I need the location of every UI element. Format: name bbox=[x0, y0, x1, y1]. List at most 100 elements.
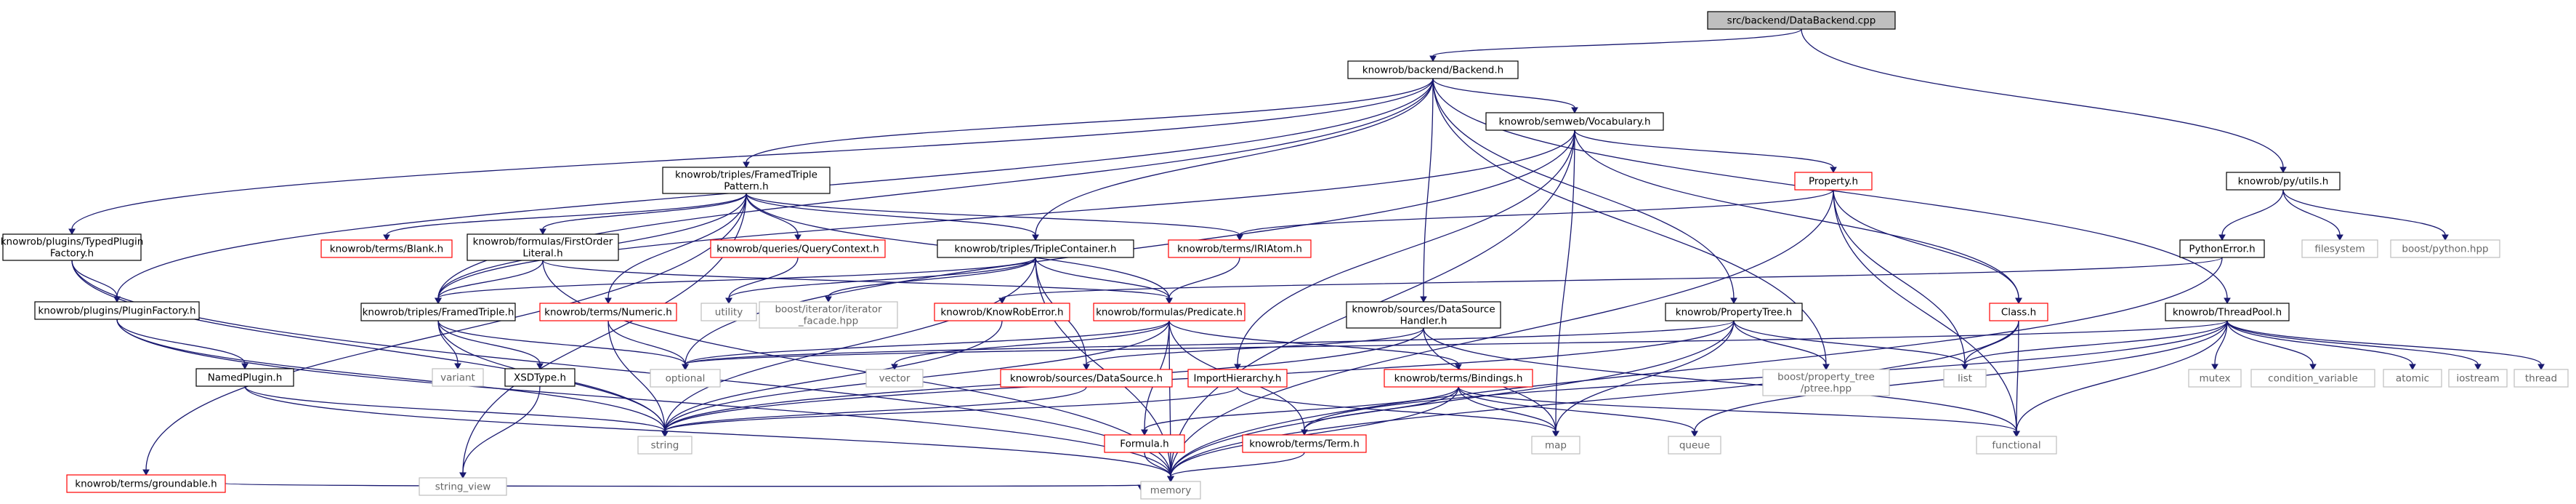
node-label: Pattern.h bbox=[724, 181, 768, 193]
include-edge bbox=[1574, 129, 2019, 299]
node-queue: queue bbox=[1668, 436, 1721, 455]
node-class-h[interactable]: Class.h bbox=[1989, 303, 2048, 321]
node-knowrob-terms-bindings-h[interactable]: knowrob/terms/Bindings.h bbox=[1384, 369, 1533, 388]
node-property-h[interactable]: Property.h bbox=[1794, 172, 1873, 191]
include-edge bbox=[1733, 320, 1827, 365]
node-label: knowrob/ThreadPool.h bbox=[2173, 307, 2282, 319]
include-edge bbox=[2226, 320, 2314, 365]
include-edge bbox=[2226, 320, 2542, 365]
node-label: list bbox=[1958, 373, 1972, 385]
node-formula-h[interactable]: Formula.h bbox=[1104, 434, 1185, 453]
node-knowrob-triples-triplecontainer-h[interactable]: knowrob/triples/TripleContainer.h bbox=[937, 239, 1134, 258]
include-edge bbox=[1964, 320, 2228, 365]
node-pythonerror-h[interactable]: PythonError.h bbox=[2179, 239, 2265, 258]
node-label: string bbox=[651, 440, 679, 452]
node-box bbox=[419, 477, 507, 496]
include-edge bbox=[1170, 320, 1735, 477]
node-src-backend-databackend-cpp[interactable]: src/backend/DataBackend.cpp bbox=[1707, 11, 1896, 30]
node-label: boost/iterator/iterator bbox=[775, 304, 882, 316]
node-knowrob-knowroberror-h[interactable]: knowrob/KnowRobError.h bbox=[934, 303, 1070, 321]
node-box bbox=[759, 301, 898, 329]
node-label: src/backend/DataBackend.cpp bbox=[1727, 15, 1876, 27]
node-knowrob-triples-framedtriple-h[interactable]: knowrob/triples/FramedTriple.h bbox=[360, 303, 516, 321]
edge-arrowhead bbox=[2442, 234, 2449, 241]
edge-arrowhead bbox=[682, 364, 689, 371]
node-xsdtype-h[interactable]: XSDType.h bbox=[504, 368, 576, 387]
node-box bbox=[1762, 369, 1890, 396]
node-box bbox=[710, 239, 886, 258]
node-box bbox=[1168, 239, 1312, 258]
edge-arrowhead bbox=[661, 431, 669, 438]
node-namedplugin-h[interactable]: NamedPlugin.h bbox=[195, 368, 294, 387]
include-edge bbox=[1170, 189, 1834, 477]
include-edge bbox=[1144, 452, 1171, 477]
include-edge bbox=[1237, 386, 1556, 432]
node-knowrob-sources-datasource-h[interactable]: knowrob/sources/DataSource.h bbox=[1000, 369, 1173, 388]
include-edge bbox=[462, 385, 541, 473]
edge-arrowhead bbox=[1730, 297, 1737, 305]
edge-arrowhead bbox=[1236, 234, 1243, 241]
node-label: condition_variable bbox=[2268, 373, 2358, 385]
node-label: iostream bbox=[2456, 373, 2499, 385]
node-knowrob-py-utils-h[interactable]: knowrob/py/utils.h bbox=[2226, 172, 2341, 191]
node-label: Formula.h bbox=[1120, 439, 1168, 450]
node-label: vector bbox=[879, 373, 911, 385]
node-knowrob-formulas-predicate-h[interactable]: knowrob/formulas/Predicate.h bbox=[1093, 303, 1245, 321]
include-edge bbox=[244, 385, 666, 432]
node-label: knowrob/sources/DataSource bbox=[1352, 304, 1495, 316]
include-edge bbox=[116, 319, 666, 432]
edge-arrowhead bbox=[241, 363, 249, 370]
include-edge bbox=[1239, 189, 1834, 236]
node-importhierarchy-h[interactable]: ImportHierarchy.h bbox=[1187, 369, 1288, 388]
node-box bbox=[1000, 369, 1173, 388]
edge-layer bbox=[68, 28, 2545, 492]
node-knowrob-propertytree-h[interactable]: knowrob/PropertyTree.h bbox=[1665, 303, 1803, 321]
node-label: atomic bbox=[2396, 373, 2429, 385]
node-box bbox=[34, 301, 200, 320]
node-knowrob-terms-blank-h[interactable]: knowrob/terms/Blank.h bbox=[320, 239, 453, 258]
include-edge bbox=[1423, 78, 1434, 297]
node-knowrob-terms-groundable-h[interactable]: knowrob/terms/groundable.h bbox=[66, 474, 226, 493]
node-knowrob-semweb-vocabulary-h[interactable]: knowrob/semweb/Vocabulary.h bbox=[1485, 112, 1664, 131]
node-knowrob-queries-querycontext-h[interactable]: knowrob/queries/QueryContext.h bbox=[710, 239, 886, 258]
node-label: map bbox=[1545, 440, 1567, 452]
node-label: memory bbox=[1150, 485, 1191, 497]
node-knowrob-backend-backend-h[interactable]: knowrob/backend/Backend.h bbox=[1347, 60, 1519, 79]
node-box bbox=[467, 233, 619, 261]
edge-arrowhead bbox=[825, 296, 832, 303]
node-label: knowrob/terms/IRIAtom.h bbox=[1177, 244, 1302, 255]
include-edge bbox=[542, 193, 747, 230]
include-edge bbox=[1035, 78, 1434, 236]
node-box bbox=[1989, 303, 2048, 321]
include-edge bbox=[437, 260, 544, 299]
node-knowrob-plugins-pluginfactory-h[interactable]: knowrob/plugins/PluginFactory.h bbox=[34, 301, 200, 320]
node-mutex: mutex bbox=[2188, 369, 2242, 388]
node-box bbox=[1347, 60, 1519, 79]
include-edge bbox=[1555, 129, 1575, 432]
include-edge bbox=[746, 78, 1434, 163]
node-knowrob-terms-numeric-h[interactable]: knowrob/terms/Numeric.h bbox=[539, 303, 677, 321]
node-knowrob-terms-iriatom-h[interactable]: knowrob/terms/IRIAtom.h bbox=[1168, 239, 1312, 258]
include-edge bbox=[1833, 189, 1966, 365]
include-edge bbox=[437, 78, 1434, 299]
include-edge bbox=[828, 257, 1036, 297]
edge-arrowhead bbox=[1571, 107, 1578, 114]
node-knowrob-terms-term-h[interactable]: knowrob/terms/Term.h bbox=[1242, 434, 1367, 453]
node-knowrob-threadpool-h[interactable]: knowrob/ThreadPool.h bbox=[2165, 303, 2290, 321]
edge-arrowhead bbox=[1830, 167, 1837, 174]
include-edge bbox=[664, 386, 1238, 432]
include-edge bbox=[71, 260, 666, 432]
node-label: knowrob/terms/Bindings.h bbox=[1394, 373, 1523, 385]
include-edge bbox=[1555, 320, 1735, 432]
node-atomic: atomic bbox=[2383, 369, 2442, 388]
edge-arrowhead bbox=[1822, 364, 1830, 371]
include-edge bbox=[685, 320, 1735, 365]
edge-arrowhead bbox=[539, 228, 546, 236]
edge-arrowhead bbox=[1167, 476, 1174, 483]
edge-arrowhead bbox=[1455, 364, 1462, 371]
